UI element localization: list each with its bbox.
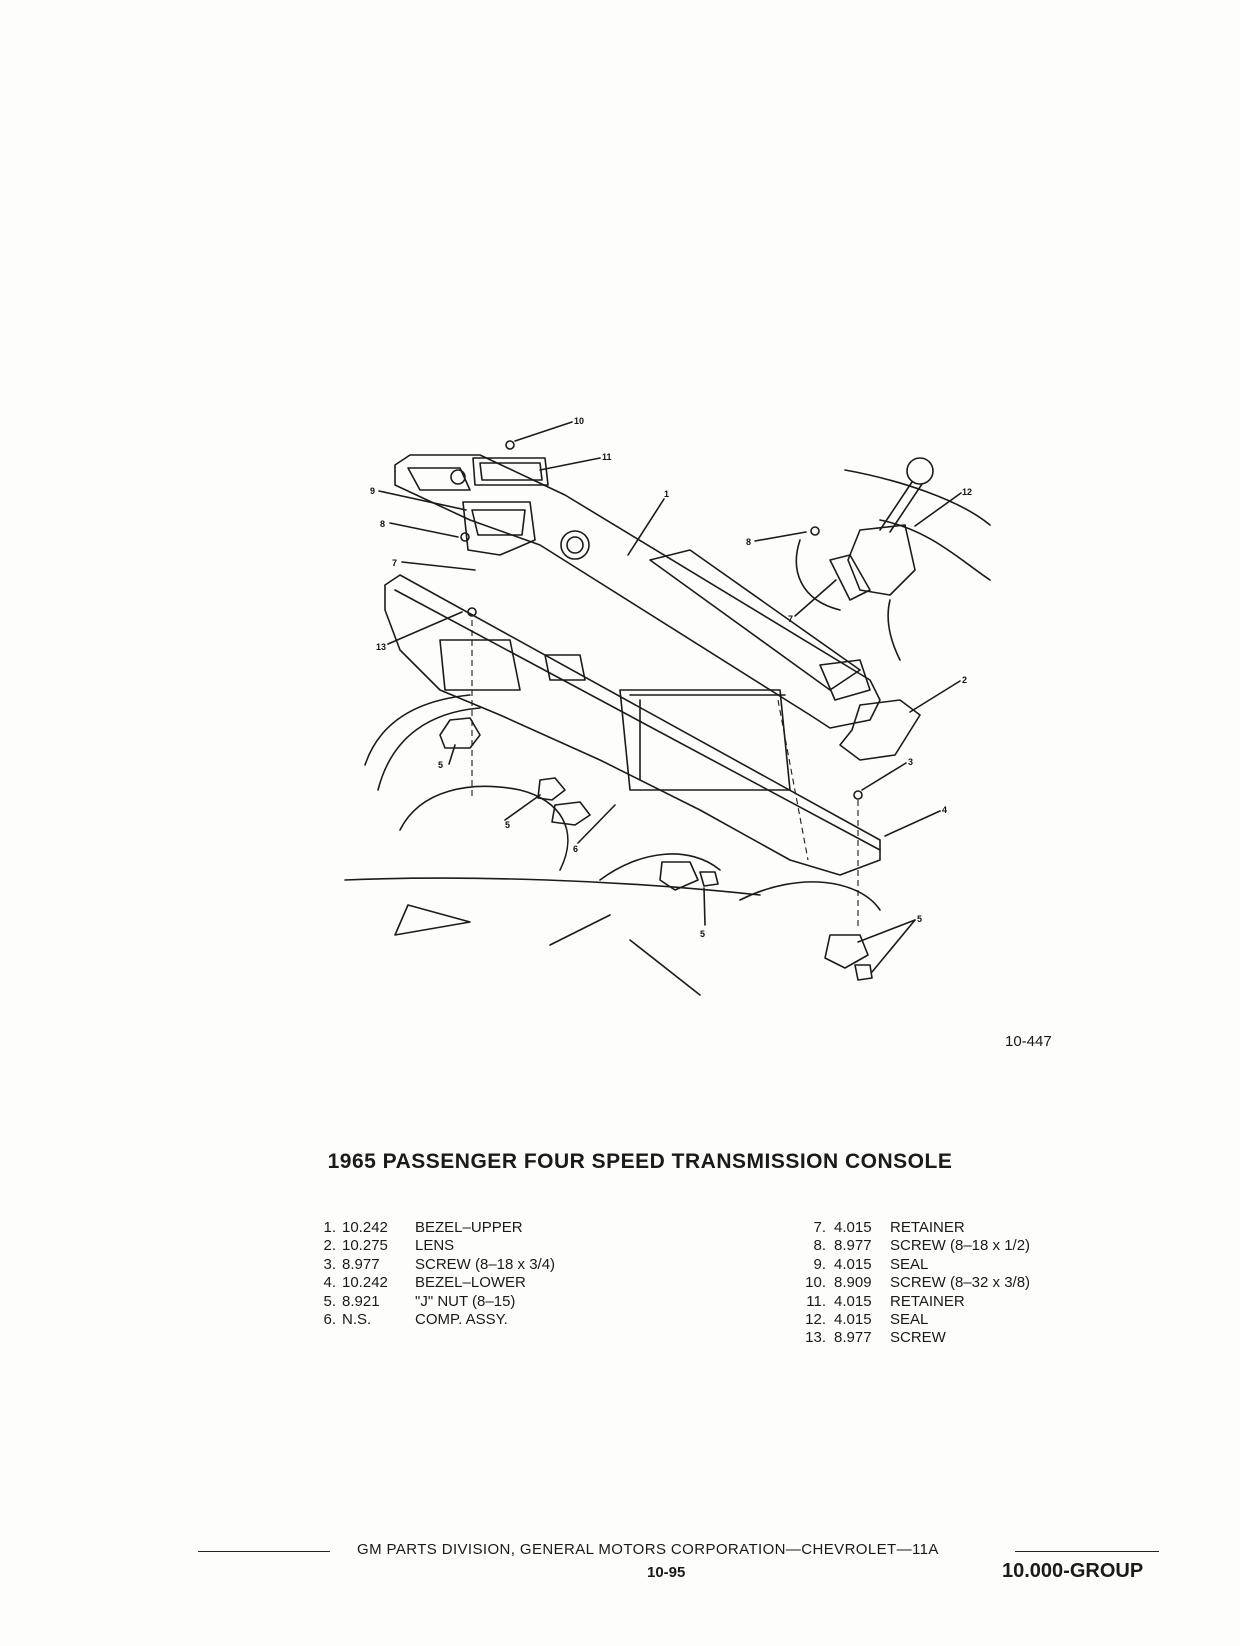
callout-5-left: 5 [438,760,443,770]
callout-5-bottom: 5 [700,929,705,939]
list-item: 12. 4.015 SEAL [796,1311,1030,1329]
part-code: 4.015 [834,1219,872,1236]
group-label: 10.000-GROUP [1002,1560,1144,1582]
callout-12: 12 [962,487,972,497]
part-description: RETAINER [890,1292,965,1310]
callout-9: 9 [370,486,375,496]
part-number: 7. [813,1219,826,1236]
part-number: 11. [806,1292,826,1310]
list-item: 8. 8.977 SCREW (8–18 x 1/2) [796,1237,1030,1255]
part-description: SCREW (8–32 x 3/8) [890,1274,1031,1292]
list-item: 13. 8.977 SCREW [796,1329,1030,1347]
footer-rule-right [1015,1551,1159,1552]
page-number: 10-95 [647,1564,686,1581]
part-code: 10.275 [342,1237,388,1255]
part-number: 9. [813,1255,826,1273]
part-number: 8. [813,1237,826,1255]
part-number: 6. [323,1311,336,1329]
callout-7: 7 [392,558,397,568]
part-description: SEAL [890,1311,929,1329]
part-code: 8.977 [342,1255,380,1273]
part-code: 8.921 [342,1292,380,1310]
list-item: 1. 10.242 BEZEL–UPPER [314,1219,555,1237]
list-item: 7. 4.015 RETAINER [796,1219,1030,1237]
part-code: 8.977 [834,1329,872,1347]
callout-3: 3 [908,757,913,767]
part-number: 3. [323,1255,336,1273]
part-description: LENS [415,1237,455,1255]
callout-5-right: 5 [917,914,922,924]
list-item: 3. 8.977 SCREW (8–18 x 3/4) [314,1256,555,1274]
part-number: 13. [805,1329,826,1347]
list-item: 5. 8.921 "J" NUT (8–15) [314,1293,555,1311]
part-code: 10.242 [342,1274,388,1292]
parts-list-left: 1. 10.242 BEZEL–UPPER 2. 10.275 LENS 3. 8.977… [314,1219,555,1329]
part-number: 1. [323,1219,336,1236]
footer-rule-left [198,1551,330,1552]
part-description: SCREW (8–18 x 1/2) [890,1237,1031,1255]
page-title: 1965 PASSENGER FOUR SPEED TRANSMISSION C… [327,1150,953,1173]
figure-number: 10-447 [1005,1033,1052,1050]
part-number: 12. [805,1311,826,1329]
part-number: 2. [323,1237,336,1255]
list-item: 10. 8.909 SCREW (8–32 x 3/8) [796,1274,1030,1292]
callout-8: 8 [380,519,385,529]
list-item: 11. 4.015 RETAINER [796,1293,1030,1311]
callout-11: 11 [602,452,612,462]
callout-10: 10 [574,416,584,426]
callout-7-shifter: 7 [788,614,793,624]
part-description: BEZEL–LOWER [415,1274,526,1292]
part-code: 10.242 [342,1219,388,1236]
part-description: BEZEL–UPPER [415,1219,523,1236]
part-description: RETAINER [890,1219,965,1236]
list-item: 6. N.S. COMP. ASSY. [314,1311,555,1329]
part-description: SCREW (8–18 x 3/4) [415,1255,556,1273]
part-code: 4.015 [834,1255,872,1273]
list-item: 9. 4.015 SEAL [796,1256,1030,1274]
part-code: 8.909 [834,1274,872,1292]
part-description: "J" NUT (8–15) [415,1292,516,1310]
list-item: 4. 10.242 BEZEL–LOWER [314,1274,555,1292]
callout-4: 4 [942,805,947,815]
footer-text: GM PARTS DIVISION, GENERAL MOTORS CORPOR… [357,1541,939,1558]
part-description: COMP. ASSY. [415,1311,508,1329]
list-item: 2. 10.275 LENS [314,1237,555,1255]
part-number: 4. [323,1274,336,1292]
part-number: 10. [805,1274,826,1292]
callout-8-shifter: 8 [746,537,751,547]
part-description: SEAL [890,1255,929,1273]
callout-13: 13 [376,642,386,652]
part-code: 4.015 [834,1292,872,1310]
callout-5-mid: 5 [505,820,510,830]
part-code: 4.015 [834,1311,872,1329]
part-description: SCREW [890,1329,946,1347]
part-code: 8.977 [834,1237,872,1255]
part-number: 5. [323,1292,336,1310]
callout-6: 6 [573,844,578,854]
part-code: N.S. [342,1311,372,1329]
callout-1: 1 [664,489,669,499]
callout-2: 2 [962,675,967,685]
